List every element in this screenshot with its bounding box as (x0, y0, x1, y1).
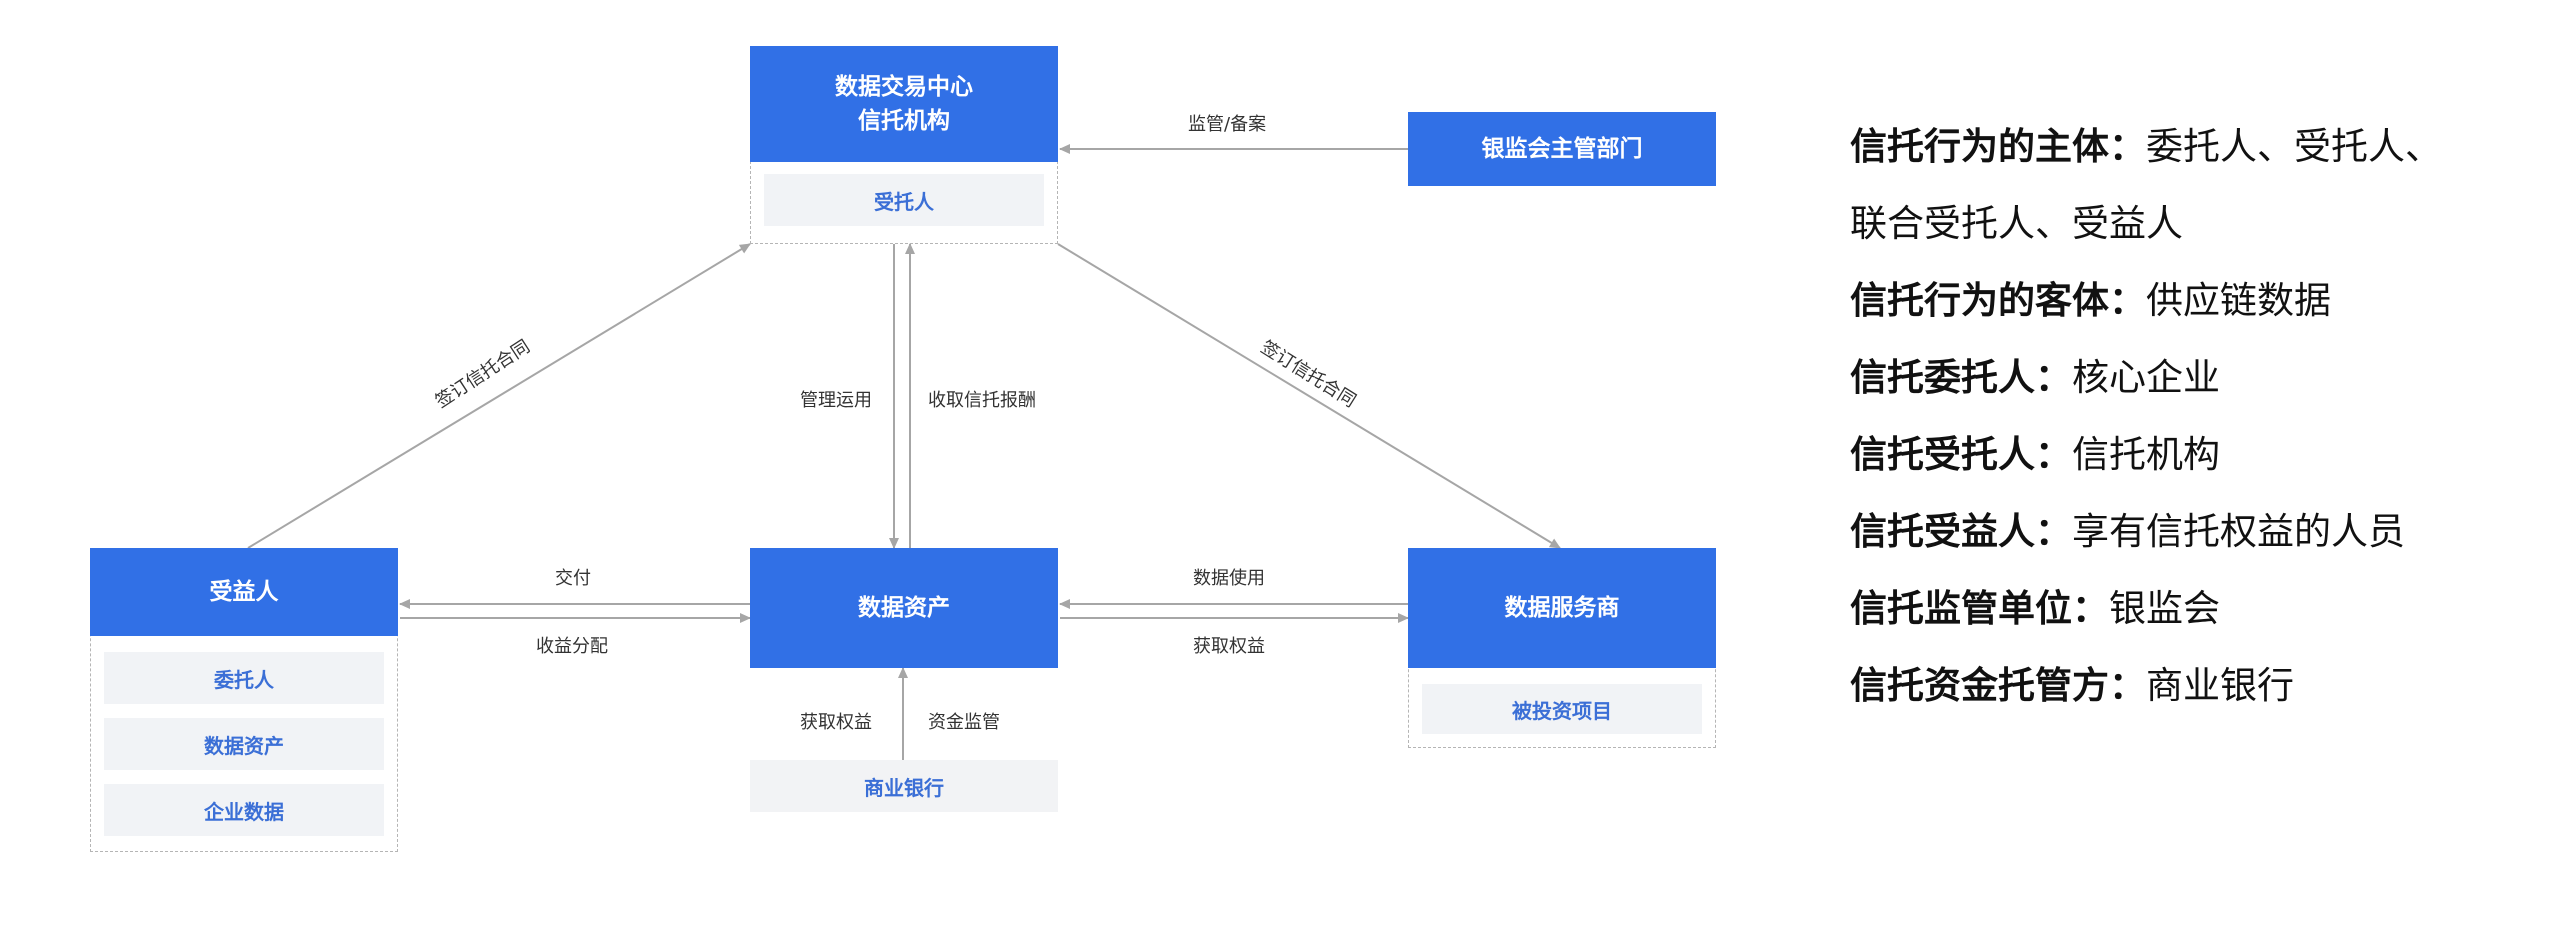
label-gain-right: 获取权益 (1193, 636, 1265, 657)
legend-value: 供应链数据 (2146, 279, 2331, 322)
beneficiary-item[interactable]: 委托人 (104, 652, 384, 704)
label-deliver: 交付 (555, 568, 591, 589)
legend-value: 商业银行 (2146, 664, 2294, 707)
legend-key: 信托资金托管方： (1850, 664, 2146, 707)
legend-row: 信托监管单位：银监会 (1850, 570, 2550, 647)
legend-value: 联合受托人、受益人 (1850, 202, 2183, 245)
regulator-node[interactable]: 银监会主管部门 (1408, 112, 1716, 186)
legend-key: 信托受托人： (1850, 433, 2072, 476)
label-gain-bottom: 获取权益 (800, 712, 872, 733)
legend-value: 银监会 (2109, 587, 2220, 630)
service-node[interactable]: 数据服务商 (1408, 548, 1716, 668)
legend-row: 信托行为的主体：委托人、受托人、 (1850, 108, 2550, 185)
legend-row: 信托行为的客体：供应链数据 (1850, 262, 2550, 339)
trust-diagram: 数据交易中心 信托机构 受托人 银监会主管部门 受益人 委托人 数据资产 企业数… (90, 46, 1716, 852)
legend-row: 信托委托人：核心企业 (1850, 339, 2550, 416)
service-chip-project[interactable]: 被投资项目 (1422, 684, 1702, 734)
label-fee: 收取信托报酬 (928, 390, 1036, 411)
beneficiary-node[interactable]: 受益人 (90, 548, 398, 636)
legend-value: 享有信托权益的人员 (2072, 510, 2405, 553)
label-data-use: 数据使用 (1193, 568, 1265, 589)
legend-row: 信托资金托管方：商业银行 (1850, 647, 2550, 724)
legend-row-continued: 联合受托人、受益人 (1850, 185, 2550, 262)
legend-row: 信托受益人：享有信托权益的人员 (1850, 493, 2550, 570)
legend-value: 核心企业 (2072, 356, 2220, 399)
bank-node[interactable]: 商业银行 (750, 760, 1058, 812)
legend-key: 信托监管单位： (1850, 587, 2109, 630)
legend-key: 信托受益人： (1850, 510, 2072, 553)
label-supervise: 监管/备案 (1188, 114, 1267, 135)
legend-row: 信托受托人：信托机构 (1850, 416, 2550, 493)
trust-legend: 信托行为的主体：委托人、受托人、 联合受托人、受益人 信托行为的客体：供应链数据… (1850, 108, 2550, 724)
legend-value: 委托人、受托人、 (2146, 125, 2442, 168)
beneficiary-item[interactable]: 企业数据 (104, 784, 384, 836)
diagram-edges (247, 144, 1561, 760)
beneficiary-item[interactable]: 数据资产 (104, 718, 384, 770)
label-manage: 管理运用 (800, 390, 872, 411)
legend-value: 信托机构 (2072, 433, 2220, 476)
edge-sign-right (1057, 243, 1561, 549)
edge-sign-left (247, 243, 751, 549)
label-fund-supervise: 资金监管 (928, 712, 1000, 733)
label-profit-dist: 收益分配 (536, 636, 608, 657)
center-node-title[interactable]: 数据交易中心 信托机构 (750, 46, 1058, 162)
legend-key: 信托行为的客体： (1850, 279, 2146, 322)
legend-key: 信托委托人： (1850, 356, 2072, 399)
center-chip-trustee[interactable]: 受托人 (764, 174, 1044, 226)
legend-key: 信托行为的主体： (1850, 125, 2146, 168)
assets-node[interactable]: 数据资产 (750, 548, 1058, 668)
